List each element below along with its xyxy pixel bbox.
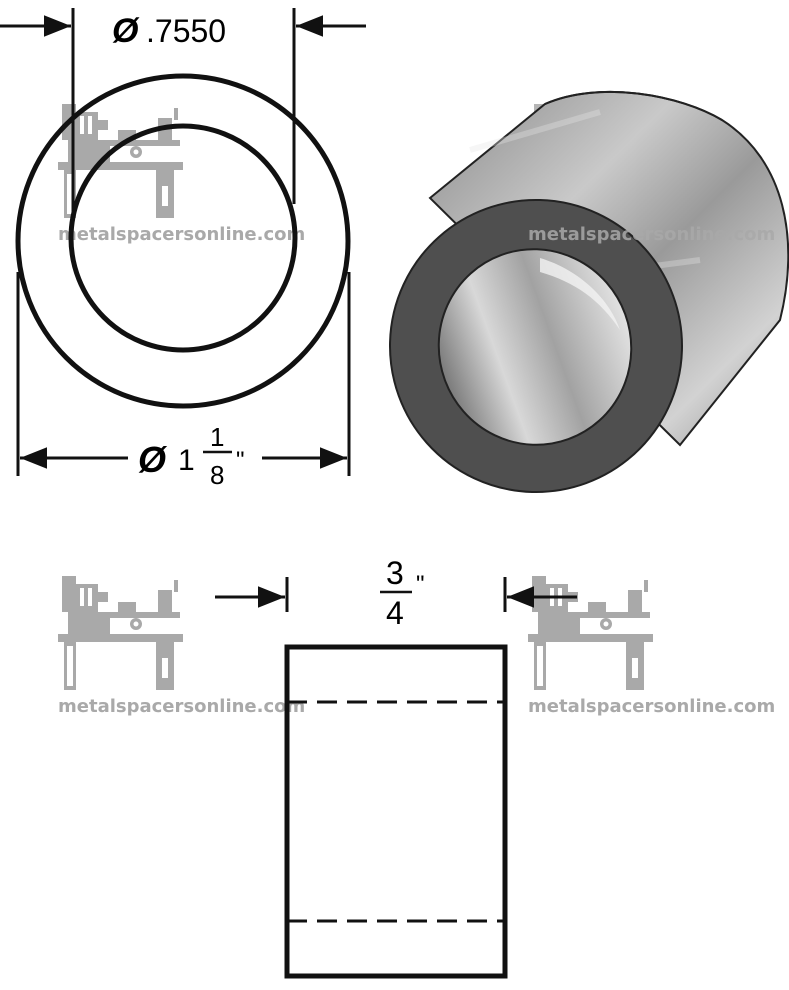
outer-diameter-dimension: Ø 1 1 8 " — [16, 272, 351, 490]
diameter-symbol: Ø — [138, 439, 168, 480]
side-view — [284, 644, 508, 979]
inner-diameter-value: .7550 — [146, 13, 226, 49]
outer-circle — [15, 73, 351, 409]
watermark-top-left: metalspacersonline.com — [58, 104, 305, 245]
inch-mark: " — [416, 571, 425, 598]
outer-diameter-whole: 1 — [178, 444, 195, 477]
watermark-text: metalspacersonline.com — [58, 224, 305, 245]
lathe-icon — [58, 576, 183, 690]
bore-hole — [437, 248, 633, 446]
watermark-bottom-right: metalspacersonline.com — [528, 576, 775, 717]
inner-diameter-dimension: Ø .7550 — [0, 8, 366, 212]
length-numerator: 3 — [386, 555, 404, 591]
length-denominator: 4 — [386, 595, 404, 631]
outer-diameter-numerator: 1 — [210, 422, 224, 452]
inch-mark: " — [236, 447, 245, 474]
watermark-bottom-left: metalspacersonline.com — [58, 576, 305, 717]
inner-circle — [68, 123, 298, 353]
outer-diameter-denominator: 8 — [210, 460, 224, 490]
side-outline — [284, 644, 508, 979]
watermark-text: metalspacersonline.com — [528, 224, 775, 245]
lathe-icon — [528, 576, 653, 690]
watermark-text: metalspacersonline.com — [528, 696, 775, 717]
length-dimension: 3 4 " — [215, 555, 577, 631]
isometric-view — [389, 90, 789, 493]
front-view — [15, 73, 351, 409]
watermark-text: metalspacersonline.com — [58, 696, 305, 717]
diameter-symbol: Ø — [112, 12, 140, 50]
